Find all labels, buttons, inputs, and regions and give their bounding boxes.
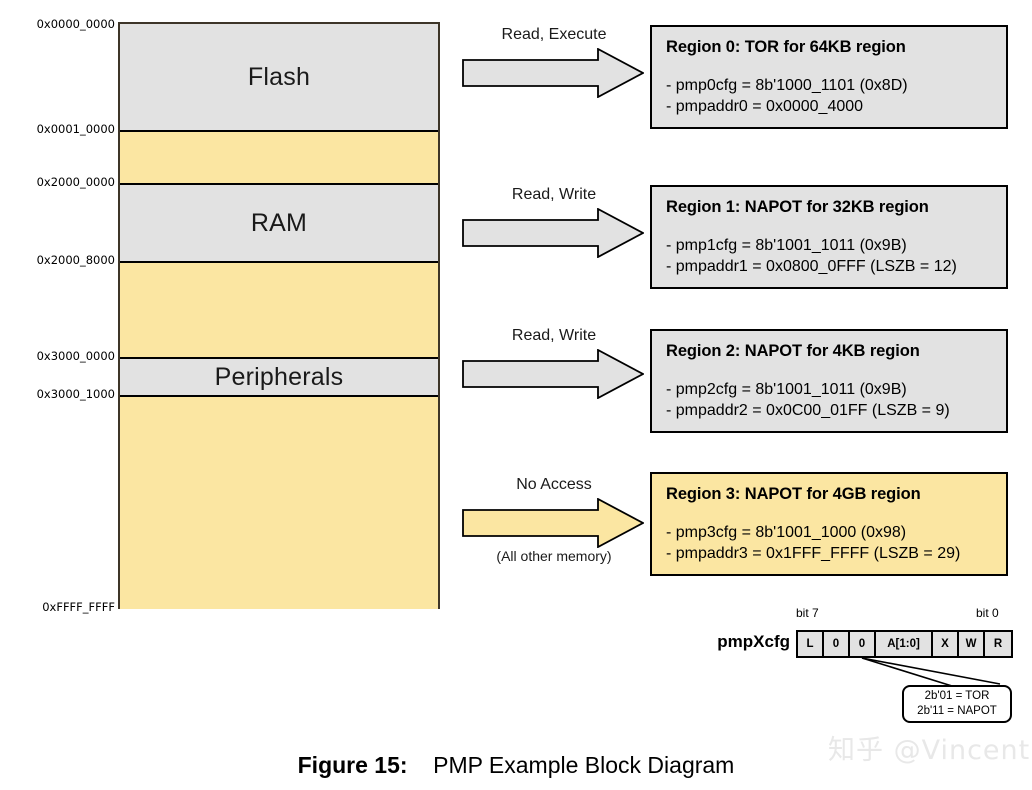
caption-figure-number: Figure 15: — [297, 752, 408, 778]
memory-block-gap-2 — [120, 262, 438, 358]
bit-cell-0: 0 — [824, 632, 850, 656]
region-0-detail-line: - pmp0cfg = 8b'1000_1101 (0x8D) — [666, 77, 908, 94]
address-tick-label: 0x0000_0000 — [36, 17, 115, 31]
memory-block-divider — [120, 395, 438, 397]
address-tick-label: 0x3000_0000 — [36, 349, 115, 363]
permission-arrow-label: Read, Write — [511, 327, 597, 344]
region-3-detail-line: - pmpaddr3 = 0x1FFF_FFFF (LSZB = 29) — [666, 545, 961, 563]
a-field-callout-box: 2b'01 = TOR 2b'11 = NAPOT — [902, 685, 1012, 723]
region-1-detail-line: - pmpaddr1 = 0x0800_0FFF (LSZB = 12) — [666, 258, 957, 276]
pmpxcfg-register-label: pmpXcfg — [717, 632, 790, 651]
memory-block-flash: Flash — [120, 24, 438, 131]
memory-block-divider — [120, 183, 438, 185]
callout-line: 2b'01 = TOR — [924, 690, 990, 703]
memory-block-divider — [120, 357, 438, 359]
address-tick-label: 0xFFFF_FFFF — [42, 600, 115, 614]
figure-caption: Figure 15: PMP Example Block Diagram — [0, 752, 1032, 779]
watermark: 知乎 @Vincent — [828, 735, 1031, 766]
region-0-detail-line: - pmpaddr0 = 0x0000_4000 — [666, 98, 864, 116]
permission-arrow-shape — [462, 208, 644, 258]
memory-block-peripherals: Peripherals — [120, 358, 438, 396]
address-label-column: 0x0000_0000 0x0001_0000 0x2000_0000 0x2000_… — [0, 0, 115, 790]
bit-cell-0: 0 — [850, 632, 876, 656]
bit0-label: bit 0 — [976, 606, 999, 620]
callout-leader-lines — [861, 657, 1001, 687]
region-3-title: Region 3: NAPOT for 4GB region — [666, 485, 921, 503]
bit-cell-a10: A[1:0] — [876, 632, 933, 656]
region-1-title: Region 1: NAPOT for 32KB region — [666, 198, 929, 216]
bit7-label: bit 7 — [796, 606, 819, 620]
region-3-detail-line: - pmp3cfg = 8b'1001_1000 (0x98) — [666, 524, 907, 541]
bit-cell-r: R — [985, 632, 1011, 656]
region-0-title: Region 0: TOR for 64KB region — [666, 38, 906, 56]
memory-block-label: RAM — [250, 208, 308, 237]
permission-arrow-shape — [462, 48, 644, 98]
region-1-detail-line: - pmp1cfg = 8b'1001_1011 (0x9B) — [666, 237, 907, 254]
permission-arrow-label: Read, Execute — [501, 26, 607, 43]
region-0-box: Region 0: TOR for 64KB region - pmp0cfg =… — [650, 25, 1008, 129]
region-3-box: Region 3: NAPOT for 4GB region - pmp3cfg … — [650, 472, 1008, 576]
callout-line: 2b'11 = NAPOT — [917, 705, 997, 717]
permission-arrow-sublabel: (All other memory) — [496, 548, 612, 564]
region-2-detail-line: - pmpaddr2 = 0x0C00_01FF (LSZB = 9) — [666, 402, 950, 420]
permission-arrow-shape — [462, 498, 644, 548]
memory-block-label: Peripherals — [214, 362, 344, 391]
bit-cell-l: L — [798, 632, 824, 656]
region-2-title: Region 2: NAPOT for 4KB region — [666, 342, 920, 360]
permission-arrow-label: Read, Write — [511, 186, 597, 203]
bit-cell-w: W — [959, 632, 985, 656]
memory-block-divider — [120, 130, 438, 132]
address-tick-label: 0x2000_8000 — [36, 253, 115, 267]
region-2-box: Region 2: NAPOT for 4KB region - pmp2cfg … — [650, 329, 1008, 433]
permission-arrow-label: No Access — [516, 476, 592, 493]
permission-arrow-shape — [462, 349, 644, 399]
memory-block-divider — [120, 261, 438, 263]
region-2-detail-line: - pmp2cfg = 8b'1001_1011 (0x9B) — [666, 381, 907, 398]
address-tick-label: 0x2000_0000 — [36, 175, 115, 189]
address-tick-label: 0x3000_1000 — [36, 387, 115, 401]
memory-block-gap-3 — [120, 396, 438, 609]
address-tick-label: 0x0001_0000 — [36, 122, 115, 136]
memory-block-ram: RAM — [120, 184, 438, 262]
memory-block-label: Flash — [247, 63, 311, 91]
region-1-box: Region 1: NAPOT for 32KB region - pmp1cfg… — [650, 185, 1008, 289]
bit-cell-x: X — [933, 632, 959, 656]
caption-title-text: PMP Example Block Diagram — [433, 752, 735, 778]
memory-block-gap-1 — [120, 131, 438, 184]
